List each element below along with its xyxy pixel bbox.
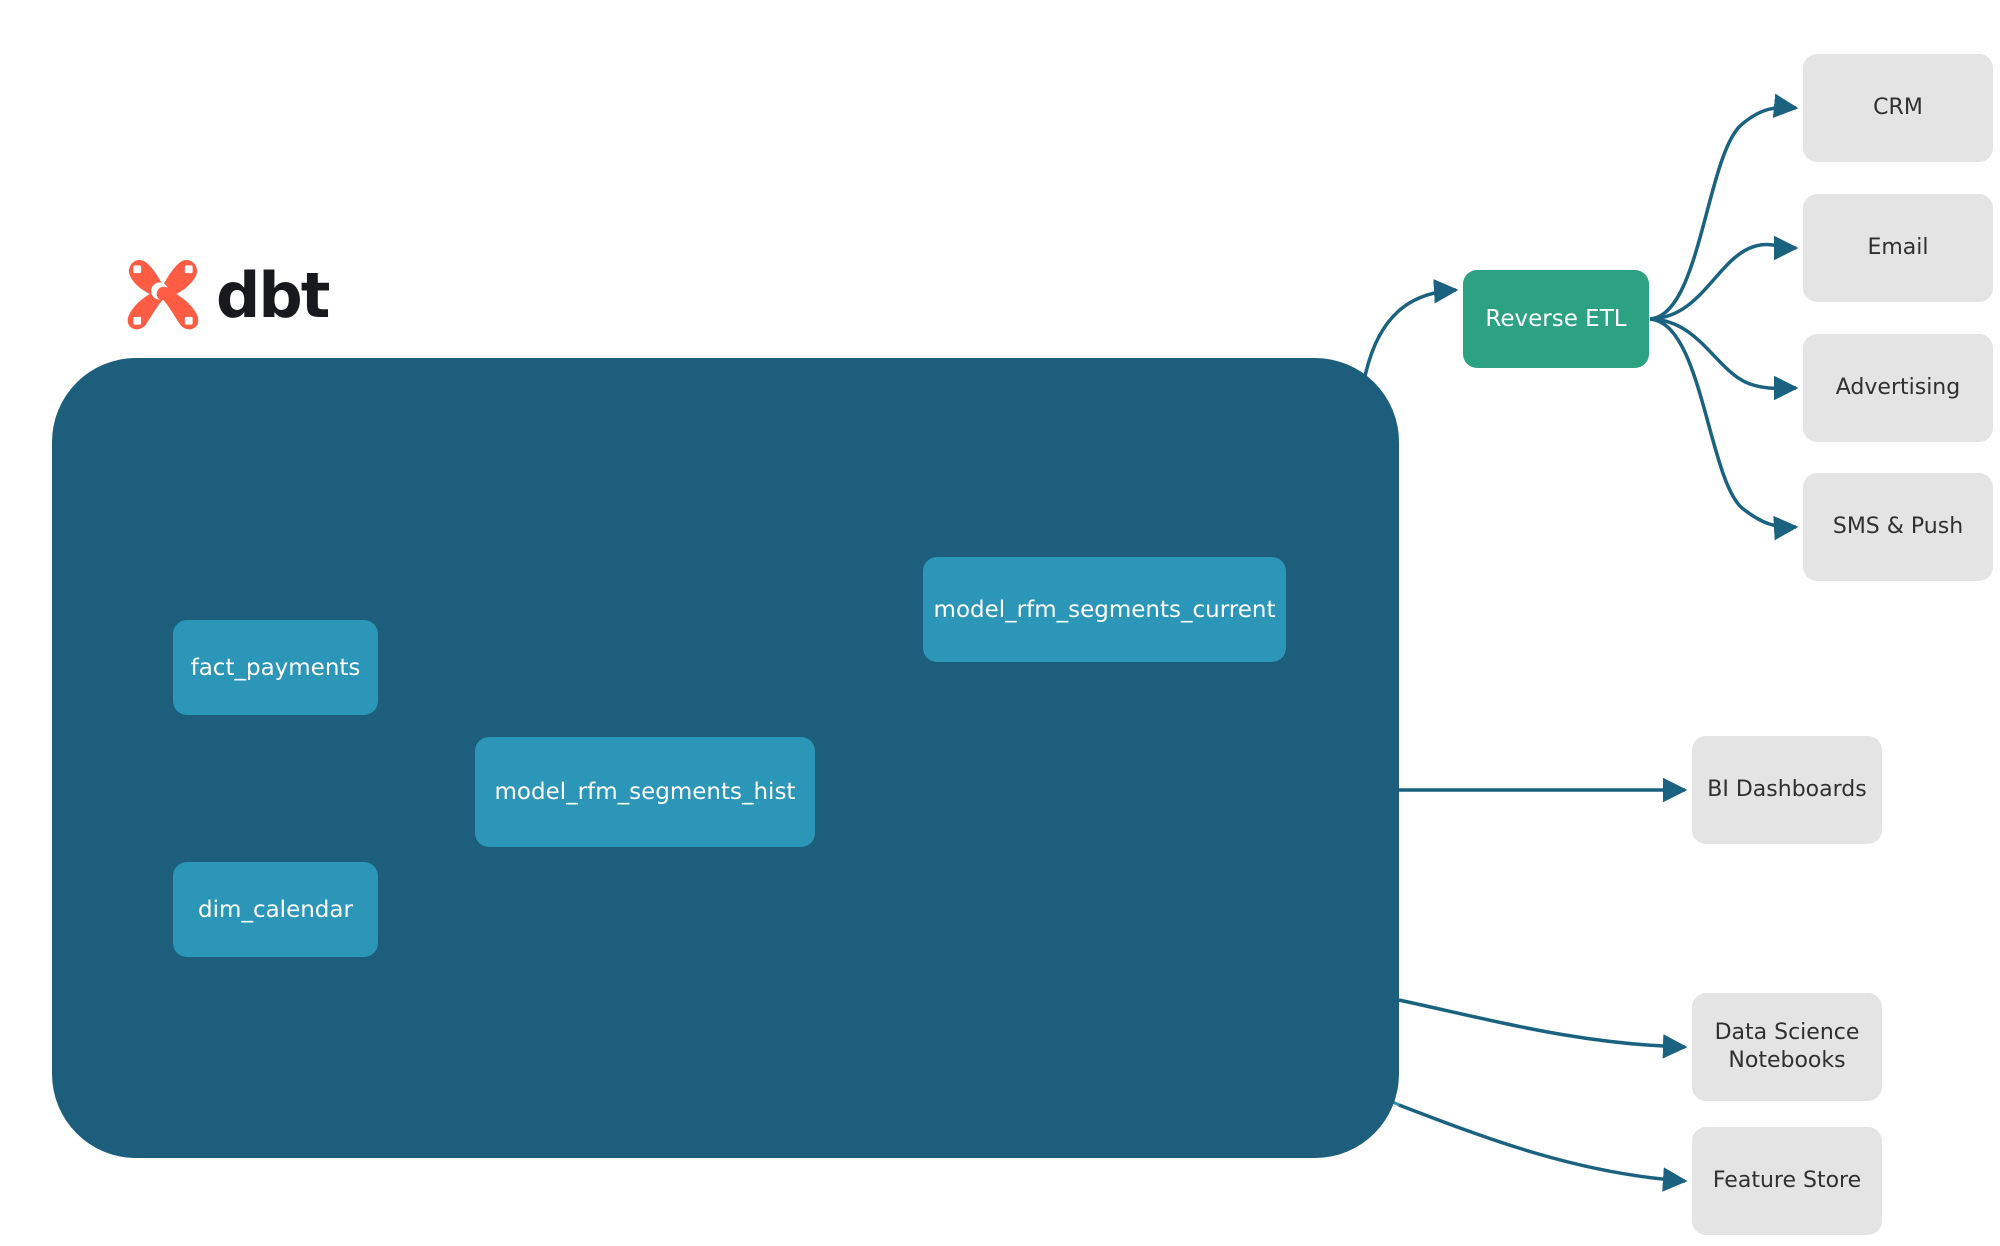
edge-reverse-etl-to-advertising: [1649, 317, 1799, 401]
reverse-etl-label: Reverse ETL: [1485, 306, 1627, 332]
model-node-label: model_rfm_segments_current: [933, 596, 1276, 623]
model-node-dim-calendar[interactable]: dim_calendar: [173, 862, 378, 957]
edge-to-data-science-notebooks: [1398, 998, 1688, 1059]
destination-node-data-science-notebooks[interactable]: Data Science Notebooks: [1692, 993, 1882, 1101]
destination-node-bi-dashboards[interactable]: BI Dashboards: [1692, 736, 1882, 844]
destination-node-label: Email: [1867, 234, 1929, 260]
model-node-label: model_rfm_segments_hist: [494, 779, 796, 805]
edge-reverse-etl-to-sms-push: [1649, 317, 1799, 541]
model-node-label: fact_payments: [190, 654, 361, 681]
destination-node-label: Feature Store: [1712, 1167, 1862, 1193]
model-node-label: dim_calendar: [198, 896, 353, 923]
edge-to-feature-store: [1398, 1103, 1688, 1192]
dbt-logo: dbt: [124, 256, 330, 334]
destination-node-crm[interactable]: CRM: [1803, 54, 1993, 162]
model-node-fact-payments[interactable]: fact_payments: [173, 620, 378, 715]
dbt-wordmark: dbt: [216, 259, 330, 332]
destination-node-advertising[interactable]: Advertising: [1803, 334, 1993, 442]
edge-reverse-etl-to-email: [1649, 235, 1799, 321]
destination-node-feature-store[interactable]: Feature Store: [1692, 1127, 1882, 1235]
edge-reverse-etl-to-crm: [1649, 93, 1799, 321]
model-node-model-rfm-segments-hist[interactable]: model_rfm_segments_hist: [475, 737, 815, 847]
destination-node-label: SMS & Push: [1832, 513, 1964, 539]
destination-node-label: CRM: [1873, 94, 1923, 120]
destination-node-label: BI Dashboards: [1707, 776, 1867, 802]
model-node-model-rfm-segments-current[interactable]: model_rfm_segments_current: [923, 557, 1286, 662]
destination-node-email[interactable]: Email: [1803, 194, 1993, 302]
destination-node-sms-push[interactable]: SMS & Push: [1803, 473, 1993, 581]
destination-node-label: Advertising: [1835, 374, 1961, 400]
reverse-etl-node[interactable]: Reverse ETL: [1463, 270, 1649, 368]
dbt-mark-icon: [127, 260, 199, 330]
destination-node-label: Data Science Notebooks: [1714, 1019, 1860, 1073]
